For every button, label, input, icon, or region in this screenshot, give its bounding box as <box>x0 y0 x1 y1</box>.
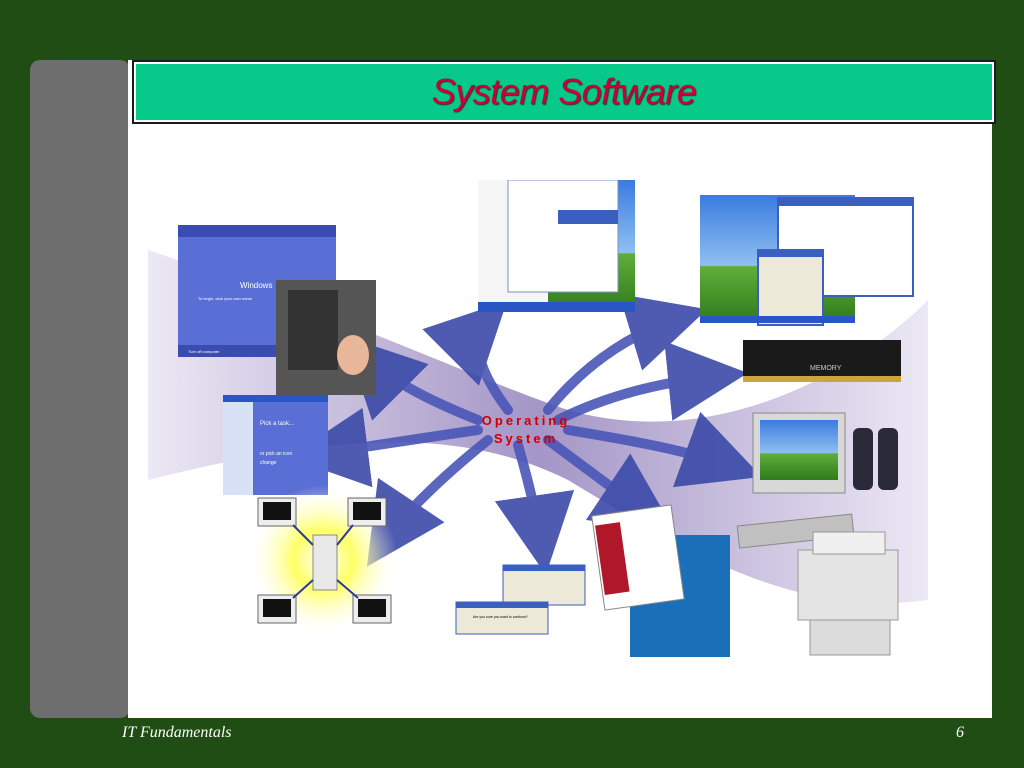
browser-image <box>591 504 730 657</box>
os-label-line2: System <box>494 431 558 446</box>
turn-off-text: Turn off computer <box>188 349 220 354</box>
login-logo-text: Windows <box>240 281 272 290</box>
computer-image <box>736 412 898 549</box>
memory-label-text: MEMORY <box>810 365 842 372</box>
network-image <box>248 485 398 635</box>
control-panel-image: Pick a task... or pick an icon change <box>223 395 328 495</box>
footer-page-number: 6 <box>956 724 964 741</box>
dialog-message-text: Are you sure you want to continue? <box>473 615 528 619</box>
os-label-line1: Operating <box>482 413 570 428</box>
printer-image <box>797 531 899 656</box>
footer-course-name: IT Fundamentals <box>122 724 232 741</box>
desktop-apps-image <box>700 195 914 326</box>
control-panel-heading: Pick a task... <box>260 421 294 427</box>
dialogs-image: Are you sure you want to continue? <box>455 564 586 635</box>
start-menu-image <box>478 180 635 312</box>
control-panel-subheading: or pick an icon <box>260 451 292 457</box>
login-prompt-text: To begin, click your user name <box>198 296 253 301</box>
memory-module-image: MEMORY <box>743 340 901 382</box>
login-screen-image: Windows To begin, click your user name T… <box>178 225 376 395</box>
control-panel-sub2: change <box>260 460 277 466</box>
slide-title: System Software <box>431 71 697 112</box>
left-side-panel <box>30 60 130 718</box>
operating-system-diagram: Operating System Windows To begin, click… <box>148 180 928 657</box>
title-bar: System Software <box>132 60 996 124</box>
